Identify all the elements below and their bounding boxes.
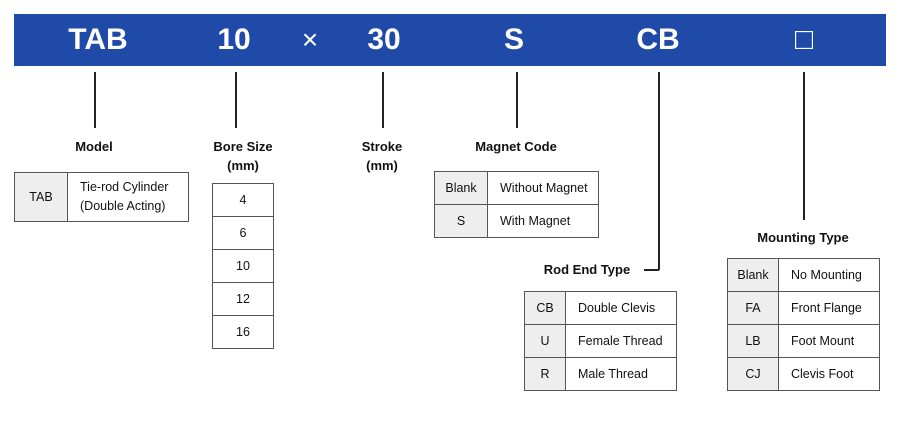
code-segment-mounting: □ bbox=[794, 23, 814, 56]
table-row: 6 bbox=[212, 216, 274, 250]
mounting-desc-cell: Front Flange bbox=[778, 291, 880, 325]
mounting-code-cell: FA bbox=[727, 291, 779, 325]
bore-value: 4 bbox=[212, 183, 274, 217]
table-row: 16 bbox=[212, 315, 274, 349]
table-row: TAB Tie-rod Cylinder (Double Acting) bbox=[14, 172, 189, 222]
connector-magnet bbox=[516, 72, 518, 128]
mounting-desc-cell: Foot Mount bbox=[778, 324, 880, 358]
bore-size-unit: (mm) bbox=[227, 158, 259, 173]
code-separator: × bbox=[301, 24, 319, 55]
table-row: U Female Thread bbox=[524, 324, 677, 358]
mounting-type-label: Mounting Type bbox=[757, 230, 849, 245]
bore-value: 12 bbox=[212, 282, 274, 316]
code-segment-bore: 10 bbox=[217, 23, 251, 56]
model-table: TAB Tie-rod Cylinder (Double Acting) bbox=[14, 172, 189, 222]
model-desc-cell: Tie-rod Cylinder (Double Acting) bbox=[67, 172, 189, 222]
rod-end-type-table: CB Double Clevis U Female Thread R Male … bbox=[524, 291, 677, 391]
mounting-code-cell: CJ bbox=[727, 357, 779, 391]
stroke-label: Stroke bbox=[361, 139, 403, 154]
connector-model bbox=[94, 72, 96, 128]
table-row: CJ Clevis Foot bbox=[727, 357, 880, 391]
rod-end-desc-cell: Female Thread bbox=[565, 324, 677, 358]
model-label: Model bbox=[75, 139, 113, 154]
magnet-code-table: Blank Without Magnet S With Magnet bbox=[434, 171, 599, 238]
connector-rod-end bbox=[658, 72, 660, 270]
model-code-bar: TAB 10 × 30 S CB □ bbox=[14, 14, 886, 66]
table-row: 10 bbox=[212, 249, 274, 283]
table-row: S With Magnet bbox=[434, 204, 599, 238]
rod-end-code-cell: R bbox=[524, 357, 566, 391]
table-row: Blank Without Magnet bbox=[434, 171, 599, 205]
magnet-desc-cell: With Magnet bbox=[487, 204, 599, 238]
model-desc-line2: (Double Acting) bbox=[80, 199, 166, 213]
bore-value: 10 bbox=[212, 249, 274, 283]
code-segment-rod-end: CB bbox=[636, 23, 680, 56]
mounting-type-table: Blank No Mounting FA Front Flange LB Foo… bbox=[727, 258, 880, 391]
table-row: 12 bbox=[212, 282, 274, 316]
table-row: LB Foot Mount bbox=[727, 324, 880, 358]
table-row: R Male Thread bbox=[524, 357, 677, 391]
magnet-code-label: Magnet Code bbox=[475, 139, 557, 154]
code-segment-stroke: 30 bbox=[367, 23, 401, 56]
rod-end-type-label: Rod End Type bbox=[543, 262, 631, 277]
table-row: Blank No Mounting bbox=[727, 258, 880, 292]
table-row: CB Double Clevis bbox=[524, 291, 677, 325]
bore-value: 6 bbox=[212, 216, 274, 250]
rod-end-code-cell: CB bbox=[524, 291, 566, 325]
table-row: 4 bbox=[212, 183, 274, 217]
code-segment-model: TAB bbox=[68, 23, 128, 56]
table-row: FA Front Flange bbox=[727, 291, 880, 325]
magnet-desc-cell: Without Magnet bbox=[487, 171, 599, 205]
magnet-code-cell: Blank bbox=[434, 171, 488, 205]
bore-size-table: 4 6 10 12 16 bbox=[212, 183, 274, 349]
bore-value: 16 bbox=[212, 315, 274, 349]
connector-stroke bbox=[382, 72, 384, 128]
model-code-cell: TAB bbox=[14, 172, 68, 222]
magnet-code-cell: S bbox=[434, 204, 488, 238]
rod-end-code-cell: U bbox=[524, 324, 566, 358]
mounting-desc-cell: No Mounting bbox=[778, 258, 880, 292]
model-desc-line1: Tie-rod Cylinder bbox=[80, 180, 169, 194]
mounting-code-cell: LB bbox=[727, 324, 779, 358]
connector-rod-end-horizontal bbox=[644, 269, 659, 271]
rod-end-desc-cell: Double Clevis bbox=[565, 291, 677, 325]
connector-bore bbox=[235, 72, 237, 128]
mounting-code-cell: Blank bbox=[727, 258, 779, 292]
connector-mounting bbox=[803, 72, 805, 220]
stroke-unit: (mm) bbox=[366, 158, 398, 173]
bore-size-label: Bore Size bbox=[213, 139, 273, 154]
rod-end-desc-cell: Male Thread bbox=[565, 357, 677, 391]
code-segment-magnet: S bbox=[503, 23, 525, 56]
mounting-desc-cell: Clevis Foot bbox=[778, 357, 880, 391]
